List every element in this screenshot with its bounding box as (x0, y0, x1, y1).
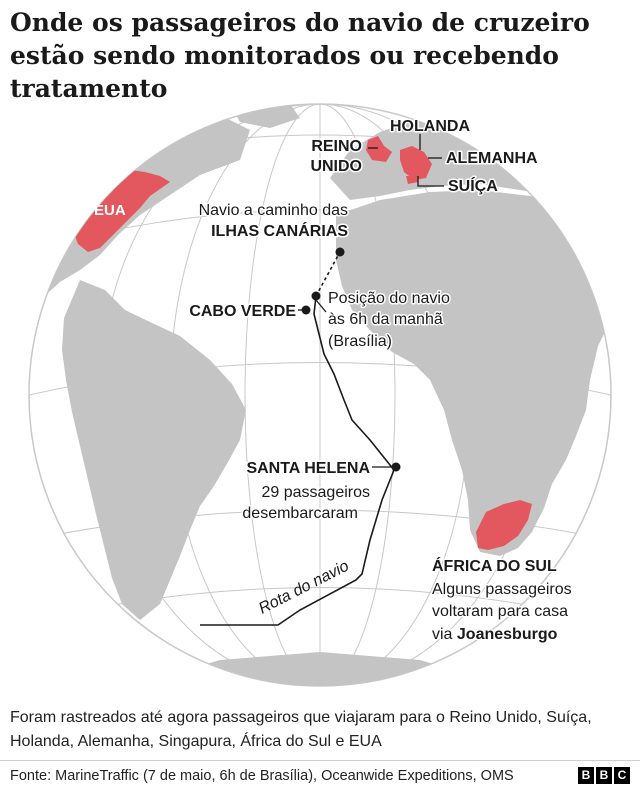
bbc-logo-letter-3: C (614, 767, 630, 784)
label-cabo-verde: CABO VERDE (189, 303, 296, 320)
footnote: Foram rastreados até agora passageiros q… (10, 709, 592, 750)
uk-highlight (366, 136, 392, 162)
label-canarias-line2: ILHAS CANÁRIAS (211, 221, 348, 240)
label-canarias-line1: Navio a caminho das (199, 202, 348, 219)
bbc-logo: B B C (578, 767, 630, 784)
label-africa-sul-note-line2: voltaram para casa (432, 603, 568, 620)
cape-verde-marker (301, 305, 311, 315)
label-santa-helena: SANTA HELENA (246, 460, 370, 477)
switzerland-highlight (406, 176, 418, 184)
antarctica-land (120, 652, 520, 686)
bbc-logo-letter-1: B (578, 767, 594, 784)
ship-route (200, 295, 395, 626)
saint-helena-marker (391, 462, 401, 472)
label-posicao-line1: Posição do navio (328, 290, 450, 307)
ship-position-marker (311, 291, 321, 301)
label-africa-sul-via: via (432, 626, 453, 643)
label-africa-sul-note-line3: via Joanesburgo (432, 626, 558, 643)
leader-lines (298, 134, 444, 468)
canary-islands-marker (335, 247, 345, 257)
label-eua: EUA (94, 202, 126, 219)
label-reino-unido-line1: REINO (311, 138, 362, 155)
label-joanesburgo: Joanesburgo (457, 626, 558, 643)
label-alemanha: ALEMANHA (446, 150, 538, 167)
south-america-land (62, 280, 246, 620)
label-suica: SUÍÇA (448, 176, 498, 195)
bbc-logo-letter-2: B (596, 767, 612, 784)
africa-land (336, 190, 611, 556)
label-posicao-line2: às 6h da manhã (328, 311, 443, 328)
label-holanda: HOLANDA (390, 118, 470, 135)
netherlands-germany-highlight (400, 146, 432, 180)
label-africa-sul-note-line1: Alguns passageiros (432, 581, 572, 598)
label-santa-helena-note-line1: 29 passageiros (261, 484, 370, 501)
footer-divider (0, 760, 640, 761)
label-reino-unido-line2: UNIDO (310, 158, 362, 175)
label-africa-sul: ÁFRICA DO SUL (432, 556, 557, 575)
source-credit: Fonte: MarineTraffic (7 de maio, 6h de B… (10, 768, 514, 784)
map-title: Onde os passageiros do navio de cruzeiro… (10, 8, 590, 103)
iberia-land (346, 168, 390, 196)
label-posicao-line3: (Brasília) (328, 333, 392, 350)
globe-map: HOLANDA REINO UNIDO ALEMANHA SUÍÇA EUA N… (28, 103, 612, 687)
south-africa-highlight (476, 500, 532, 550)
ship-route-planned (315, 251, 341, 297)
label-santa-helena-note-line2: desembarcaram (242, 505, 358, 522)
